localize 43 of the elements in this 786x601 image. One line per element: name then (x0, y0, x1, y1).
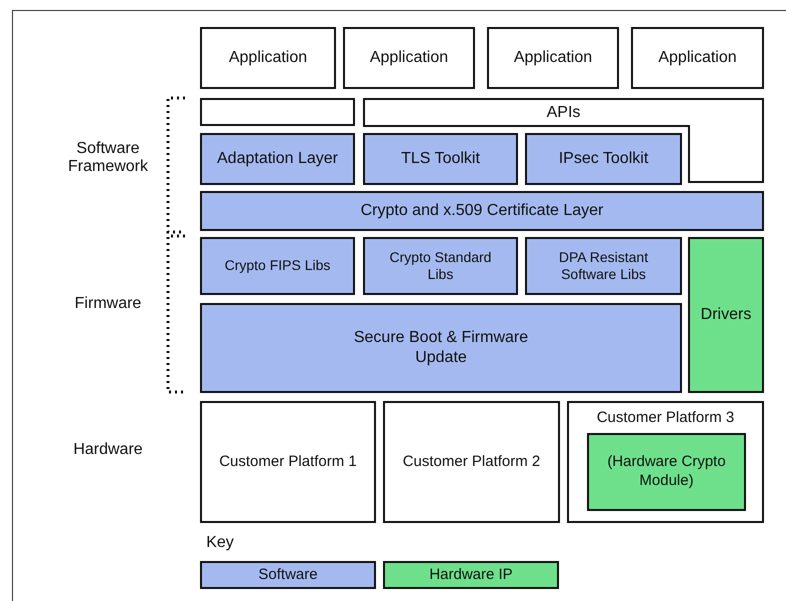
node-label: Application (657, 48, 738, 68)
node-label: Application (512, 48, 594, 68)
layer-box (525, 133, 682, 185)
node-label: (Hardware Crypto Module) (606, 453, 727, 491)
layer-box (200, 98, 355, 126)
layer-box (688, 237, 764, 393)
legend-label: Software (257, 566, 319, 584)
layer-box (631, 27, 764, 89)
layer-box (343, 27, 475, 89)
layer-box (200, 237, 355, 295)
node-label: IPsec Toolkit (558, 149, 650, 169)
node-label: Secure Boot & Firmware Update (352, 328, 530, 368)
node-label: Application (228, 48, 308, 68)
api-band (363, 98, 764, 183)
layer-box (200, 133, 355, 185)
layer-box (200, 191, 764, 231)
legend-title: Key (205, 534, 235, 552)
layer-box (363, 133, 518, 185)
node-label: APIs (546, 103, 582, 123)
node-label: DPA Resistant Software Libs (558, 248, 650, 284)
node-label: Crypto FIPS Libs (224, 257, 332, 275)
node-label: Customer Platform 3 (596, 409, 736, 428)
layer-box (487, 27, 619, 89)
layer-box (200, 303, 682, 393)
layer-box (567, 401, 764, 523)
layer-box (525, 237, 682, 295)
node-label: Customer Platform 2 (402, 452, 542, 472)
layer-box (383, 401, 560, 523)
node-label: Crypto and x.509 Certificate Layer (360, 201, 604, 221)
layer-box (363, 237, 518, 295)
node-label: Customer Platform 1 (218, 452, 358, 472)
node-label: Adaptation Layer (216, 149, 339, 169)
layer-label: Firmware (74, 295, 142, 313)
layer-box (200, 401, 376, 523)
layer-box (200, 27, 336, 89)
node-label: Application (368, 48, 450, 68)
layer-label: Software Framework (66, 140, 149, 176)
node-label: Crypto Standard Libs (388, 248, 492, 284)
legend-label: Hardware IP (428, 566, 514, 584)
node-label: Drivers (700, 305, 752, 325)
layer-label: Hardware (72, 441, 144, 459)
node-label: TLS Toolkit (400, 149, 481, 169)
layer-box (587, 433, 746, 511)
